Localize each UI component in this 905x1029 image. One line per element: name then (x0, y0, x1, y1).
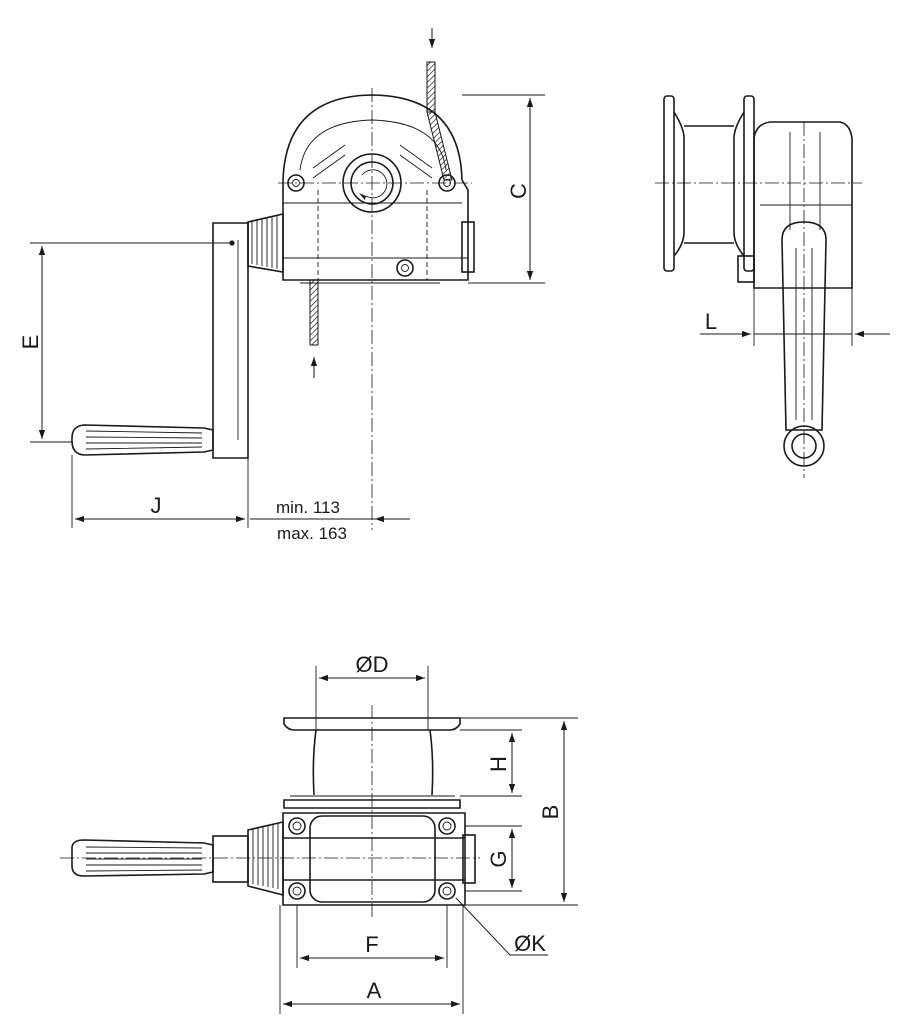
bolt-hole-br-icon (438, 882, 456, 900)
bolt-hole-tl-icon (288, 817, 306, 835)
dimension-j-label: J (151, 493, 162, 518)
rotation-arrowhead-icon (359, 193, 366, 200)
thread-stub (247, 212, 284, 273)
side-bolt-head (737, 255, 755, 283)
dimension-b-label: B (538, 805, 563, 820)
dimension-a-label: A (367, 978, 382, 1003)
dimension-f-label: F (365, 932, 378, 957)
drum-barrel (312, 729, 434, 796)
top-flange (283, 717, 461, 731)
side-view: L (655, 95, 890, 478)
front-view (71, 28, 475, 530)
top-view (60, 705, 480, 918)
top-view-dimensions: ØD H B G F A ØK (279, 652, 578, 1014)
offset-max-label: max. 163 (277, 524, 347, 543)
bolt-hole-tr-icon (438, 817, 456, 835)
crank-handle-grip (71, 424, 214, 456)
dimension-l-label: L (705, 309, 717, 334)
bottom-flange (283, 799, 461, 809)
drum-flange-left (663, 95, 675, 272)
rotation-arrow-icon (361, 169, 388, 199)
housing-body (282, 179, 469, 281)
bolt-hole-bl-icon (288, 882, 306, 900)
dimension-e-label: E (18, 335, 43, 350)
dimension-g-label: G (486, 850, 511, 867)
rope-exit (309, 279, 319, 346)
front-view-dimensions: C E J min. 113 max. 163 (18, 94, 545, 543)
offset-min-label: min. 113 (276, 498, 340, 517)
dimension-h-label: H (486, 756, 511, 772)
dimension-k-label: ØK (514, 931, 546, 956)
top-crank-hub (212, 835, 249, 883)
crank-arm (212, 222, 249, 459)
side-housing (753, 121, 853, 289)
bolt-bottom-icon (396, 259, 414, 277)
base-side-plate (462, 834, 476, 884)
dimension-d-label: ØD (356, 652, 389, 677)
top-handle-grip (71, 839, 214, 877)
drum-flange-right (743, 95, 755, 272)
dimension-c-label: C (506, 183, 531, 199)
rope-entry (426, 111, 453, 181)
side-crank-arm (781, 221, 827, 431)
base-inner-panel (309, 815, 436, 903)
side-plate (461, 221, 475, 273)
